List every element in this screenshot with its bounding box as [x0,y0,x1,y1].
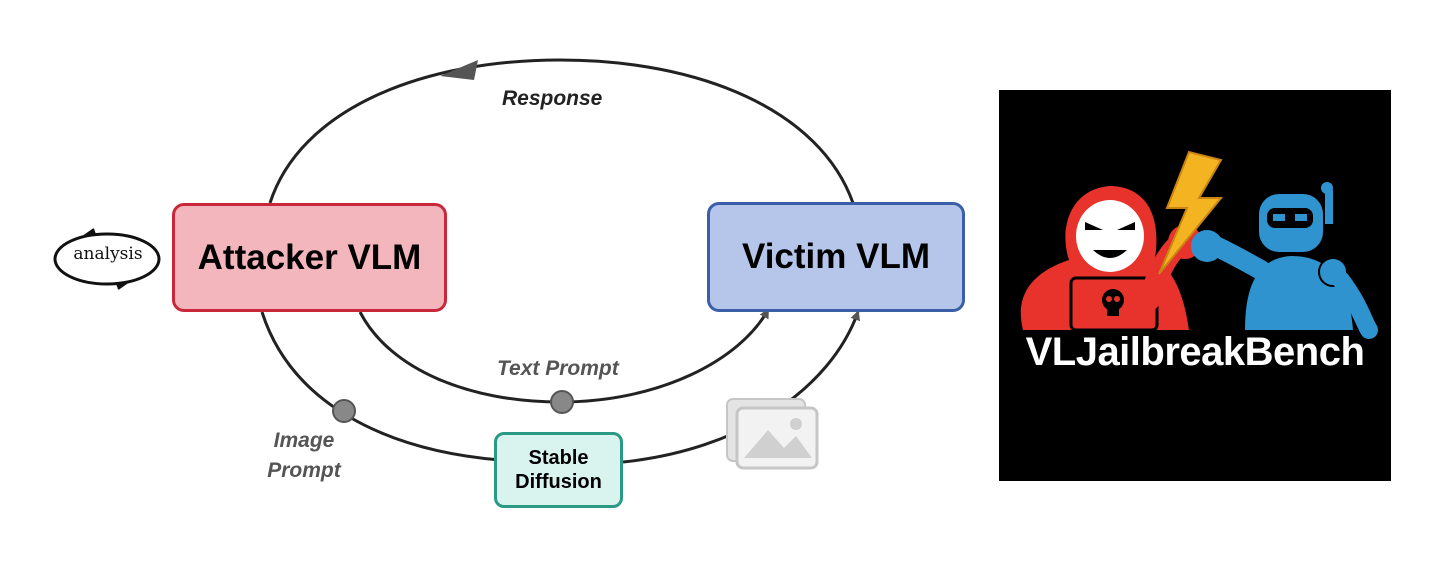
response-arc [268,58,855,204]
loop-arrow-icon [53,228,161,290]
attacker-vlm-node: Attacker VLM [172,203,447,312]
response-arrowhead [440,60,478,80]
image-prompt-dot [332,399,356,423]
stable-diffusion-node: Stable Diffusion [494,432,623,508]
response-label: Response [502,87,603,110]
vljailbreakbench-logo: VLJailbreakBench [999,90,1391,481]
skull-icon [1102,289,1124,316]
text-prompt-arc [358,308,770,404]
logo-title: VLJailbreakBench [1025,330,1365,374]
victim-vlm-node: Victim VLM [707,202,965,312]
image-prompt-label: Image Prompt [267,429,341,482]
robot-icon [1191,182,1378,339]
image-stack-icon [726,398,819,470]
text-prompt-dot [550,390,574,414]
analysis-label: analysis [73,244,143,264]
lightning-bolt-icon [1158,150,1224,275]
text-prompt-label: Text Prompt [497,357,619,380]
